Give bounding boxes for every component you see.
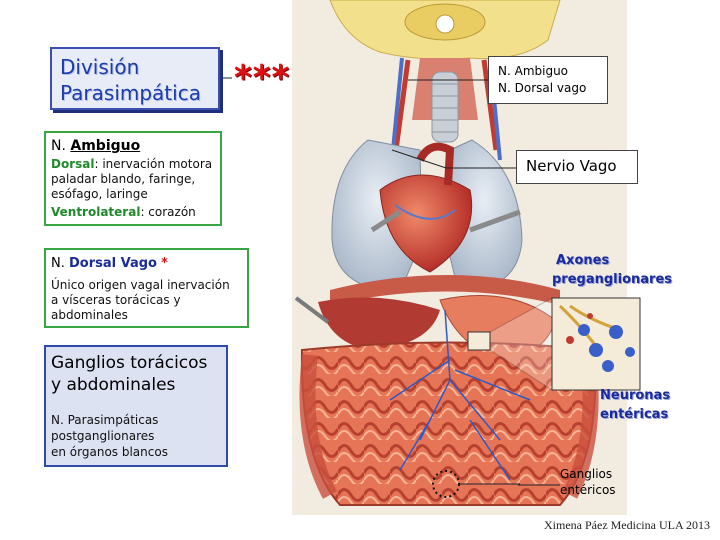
nucleos-label-box: N. Ambiguo N. Dorsal vago [488,56,608,104]
ganglios-big-2: y abdominales [51,375,176,395]
title-line-1: División [60,55,140,79]
dorsal-asterisk: * [161,256,168,271]
ambiguo-dorsal-keyword: Dorsal [51,157,95,171]
heart [379,174,473,273]
nervio-vago-label: Nervio Vago [526,157,617,175]
neuronas-label-2: entéricas [600,407,669,422]
dorsal-line-2: a vísceras torácicas y [51,293,181,307]
ambiguo-heading-prefix: N. [51,138,71,154]
ganglios-big-1: Ganglios torácicos [51,353,208,373]
title-box: División Parasimpática [50,47,220,110]
dorsal-vago-box: N. Dorsal Vago * Único origen vagal iner… [44,248,249,328]
axones-label-1: Axones [556,253,610,268]
ganglios-entericos-label-2: entéricos [560,483,616,497]
ambiguo-box: N. Ambiguo Dorsal: inervación motora pal… [44,131,222,226]
nucleos-ambiguo: N. Ambiguo [498,64,569,78]
credit-text: Ximena Páez Medicina ULA 2013 [544,518,710,532]
ganglios-line-1: N. Parasimpáticas [51,413,159,427]
ganglios-entericos-label: Ganglios entéricos [560,466,616,498]
dorsal-heading-name: Dorsal Vago [69,256,157,271]
axones-label-2: preganglionares [552,272,673,287]
ganglios-entericos-label-1: Ganglios [560,467,613,481]
ambiguo-line-2: paladar blando, faringe, [51,172,196,186]
stars-marker: *** [234,58,291,98]
neuron-inset [551,297,641,391]
ambiguo-line-1: Dorsal: inervación motora [51,157,212,172]
ambiguo-line-4: Ventrolateral: corazón [51,205,196,220]
ambiguo-heading-name: Ambiguo [70,138,141,154]
nucleos-dorsal: N. Dorsal vago [498,81,587,95]
dorsal-line-1: Único origen vagal inervación [51,278,230,292]
dorsal-heading: N. Dorsal Vago * [51,256,168,271]
ganglios-line-2: postganglionares [51,429,155,443]
ganglios-line-3: en órganos blancos [51,445,168,459]
neuronas-label-1: Neuronas [600,388,671,403]
liver [318,297,440,350]
ambiguo-ventro-keyword: Ventrolateral [51,205,141,219]
ganglios-box: Ganglios torácicos y abdominales N. Para… [44,345,228,467]
ambiguo-heading: N. Ambiguo [51,138,140,154]
ambiguo-dorsal-text: : inervación motora [94,157,213,171]
dorsal-heading-prefix: N. [51,256,69,271]
dorsal-line-3: abdominales [51,308,128,322]
ambiguo-line-3: esófago, laringe [51,187,148,201]
ambiguo-ventro-text: : corazón [140,205,196,219]
nervio-vago-label-box: Nervio Vago [516,150,638,184]
title-line-2: Parasimpática [60,81,201,105]
